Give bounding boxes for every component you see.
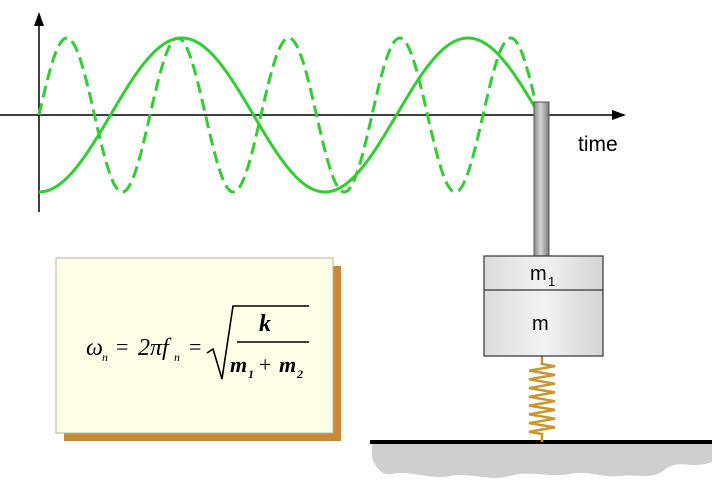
denominator-m2: m bbox=[279, 352, 296, 377]
m2-subscript: 2 bbox=[296, 367, 303, 381]
x-axis-arrowhead bbox=[612, 110, 626, 120]
mass-block-body bbox=[483, 255, 604, 357]
lower-mass-label: m bbox=[532, 313, 549, 335]
upper-mass-subscript: 1 bbox=[548, 274, 555, 289]
omega-symbol: ω bbox=[86, 335, 103, 361]
solid-wave-curve bbox=[39, 36, 543, 194]
plus-sign: + bbox=[259, 352, 271, 377]
axes: time bbox=[0, 12, 626, 212]
equals-sign-1: = bbox=[116, 334, 128, 359]
dashed-wave-curve bbox=[37, 36, 547, 194]
formula-box: ω n = 2πf n = k m 1 + m 2 bbox=[55, 257, 341, 441]
denominator-m1: m bbox=[230, 352, 247, 377]
numerator-k: k bbox=[259, 311, 271, 337]
rod bbox=[533, 101, 550, 257]
mass-block: m 1 m bbox=[483, 255, 604, 357]
natural-frequency-formula: ω n = 2πf n = k m 1 + m 2 bbox=[86, 305, 309, 381]
f-subscript: n bbox=[174, 350, 180, 364]
ground bbox=[370, 440, 712, 478]
y-axis-arrowhead bbox=[34, 12, 44, 26]
x-axis-label: time bbox=[578, 133, 618, 156]
radical-sign bbox=[206, 305, 309, 380]
omega-subscript: n bbox=[102, 350, 108, 364]
equals-sign-2: = bbox=[189, 334, 201, 359]
formula-box-panel bbox=[55, 257, 334, 434]
spring bbox=[528, 356, 556, 442]
m1-subscript: 1 bbox=[248, 367, 254, 381]
upper-mass-label: m bbox=[530, 263, 547, 285]
two-pi-f: 2πf bbox=[138, 335, 172, 361]
ground-shadow bbox=[372, 444, 712, 478]
